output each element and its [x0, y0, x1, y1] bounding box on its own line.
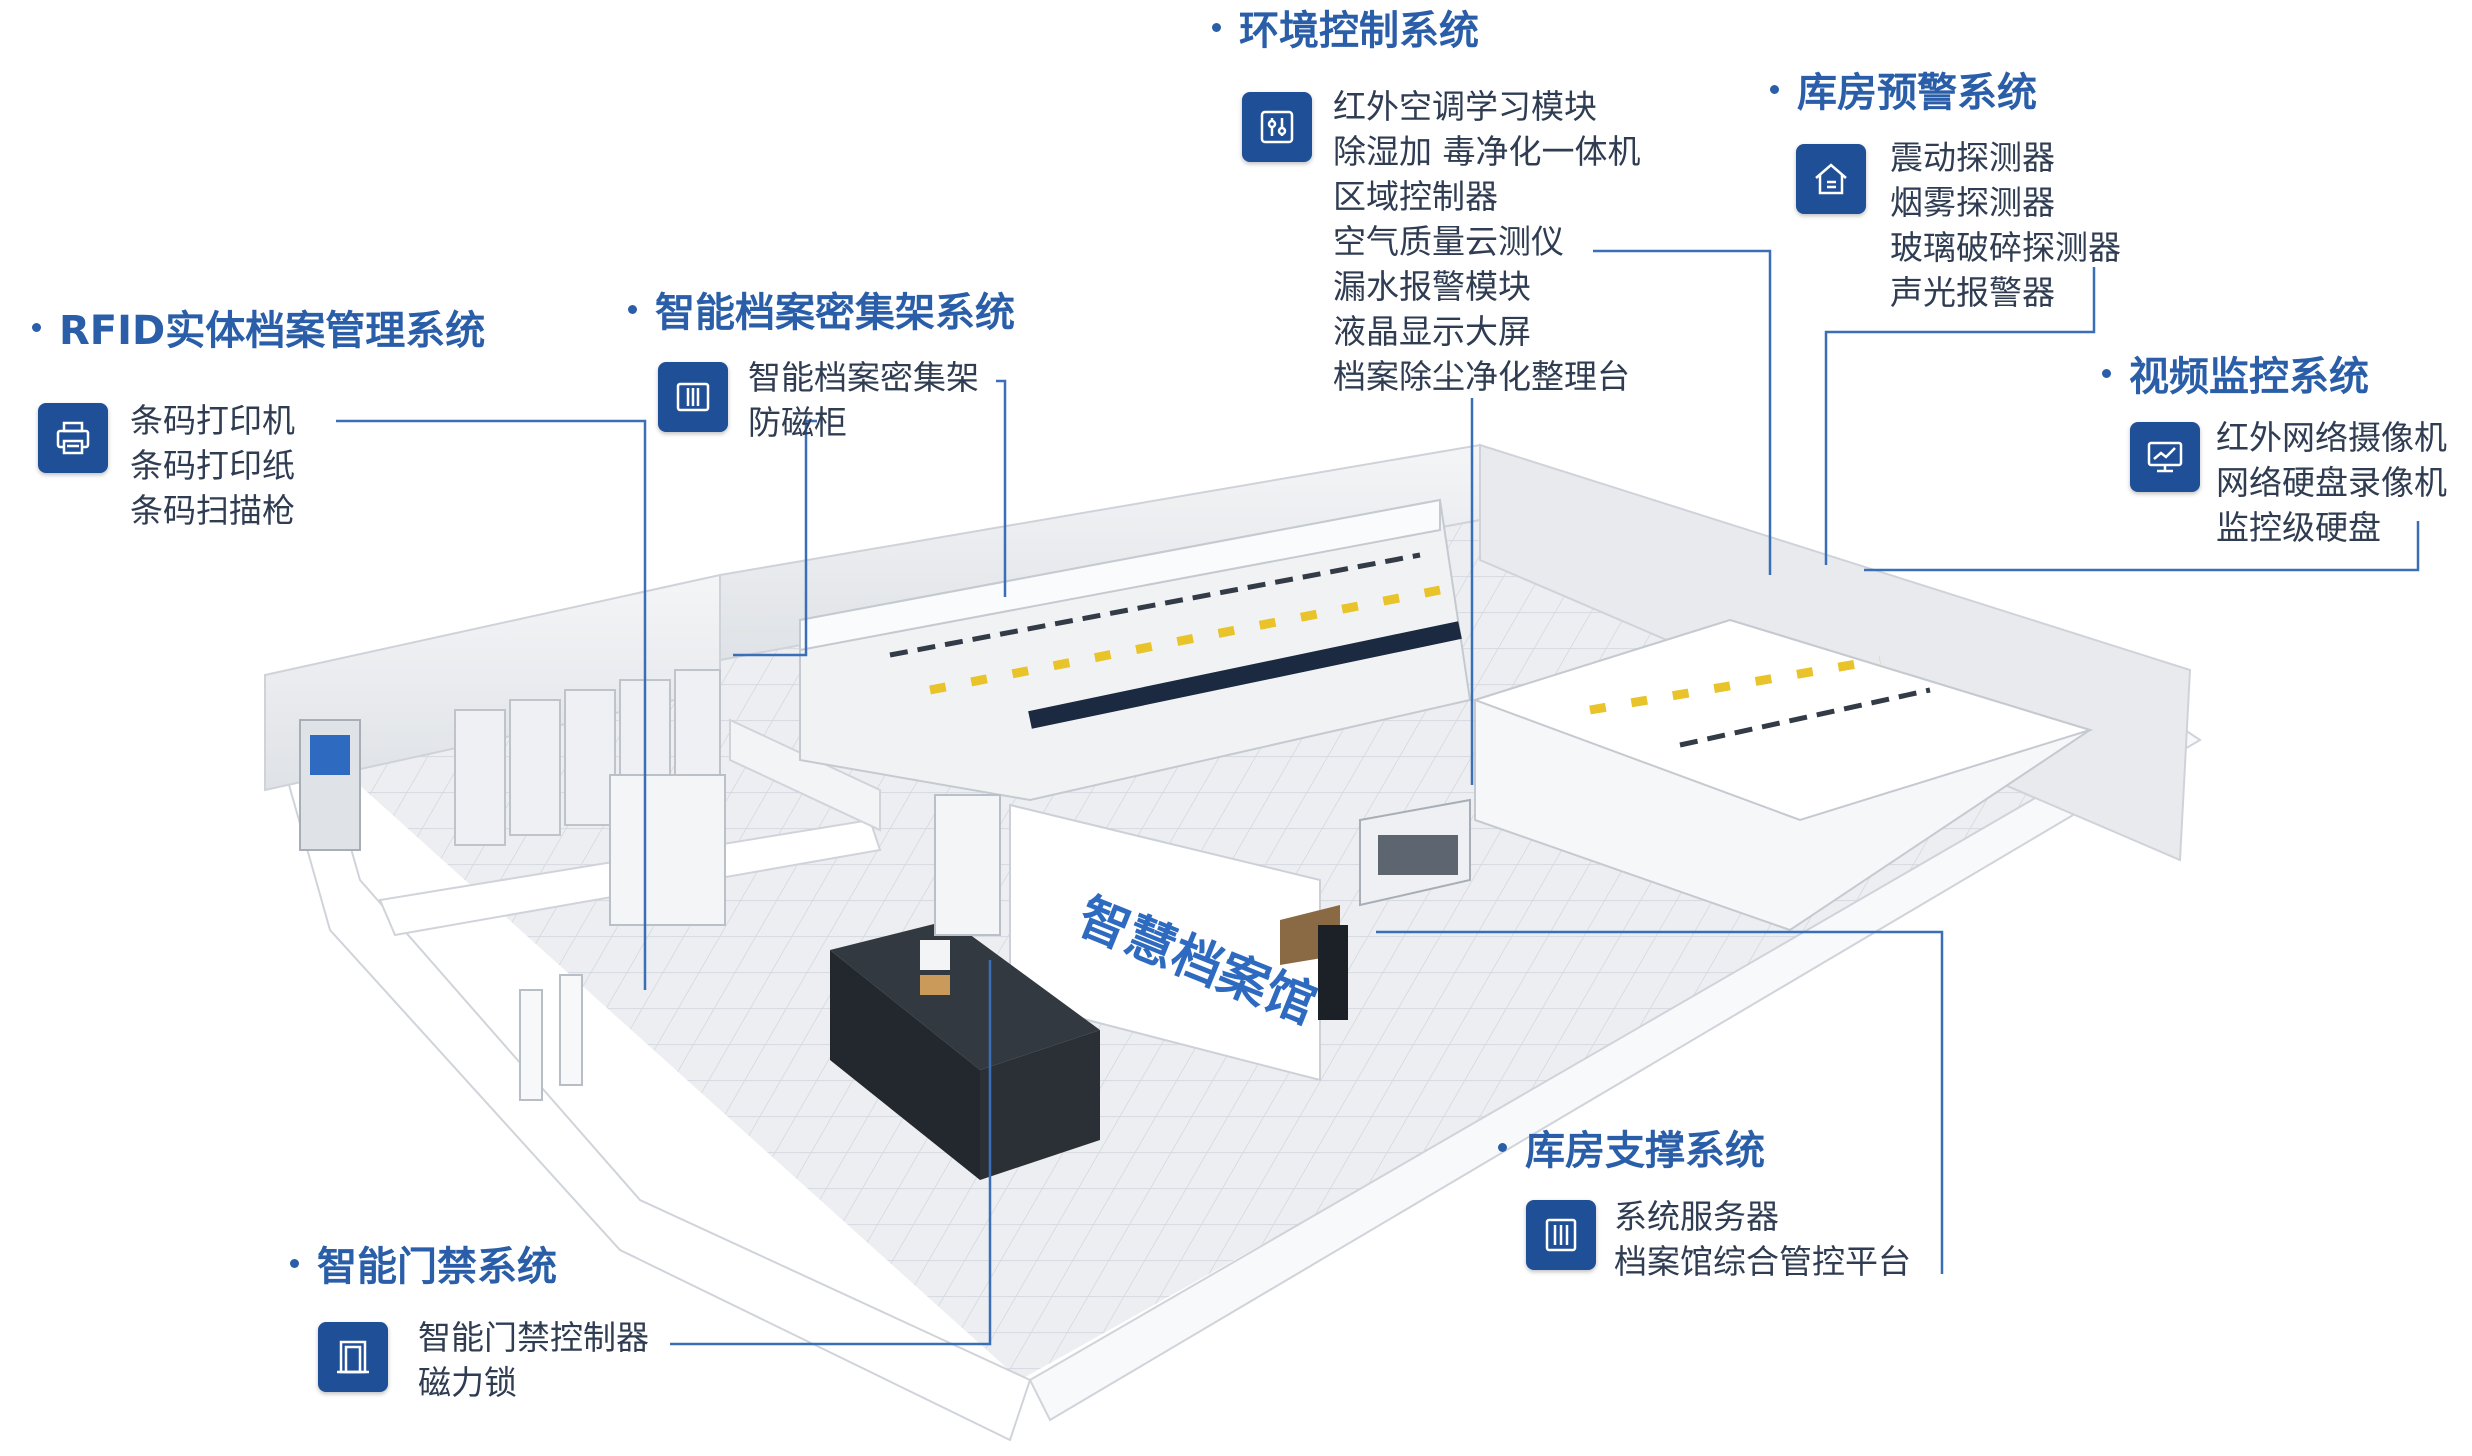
list-item: 声光报警器 — [1890, 273, 2055, 312]
partition-wall-3 — [1009, 803, 1321, 1082]
alarm-title-text: 库房预警系统 — [1797, 70, 2037, 116]
list-item: 液晶显示大屏 — [1333, 312, 1531, 351]
bullet-dot — [2102, 368, 2111, 378]
list-item: 磁力锁 — [418, 1363, 517, 1402]
alarm-item-list: 震动探测器 烟雾探测器 玻璃破碎探测器 声光报警器 — [1890, 135, 2121, 315]
control-panel-icon — [1260, 110, 1294, 144]
list-item: 红外网络摄像机 — [2216, 418, 2447, 457]
list-item: 条码打印纸 — [130, 446, 295, 485]
rfid-icon-box — [38, 403, 108, 473]
door-left — [609, 774, 726, 926]
group-title-video: 视频监控系统 — [2102, 344, 2369, 402]
list-item: 条码打印机 — [130, 401, 295, 440]
reception-desk — [830, 920, 1100, 1180]
work-table — [1280, 798, 1471, 1020]
cabinet-icon — [676, 382, 710, 412]
door-title-text: 智能门禁系统 — [317, 1244, 557, 1290]
bullet-dot — [1770, 84, 1779, 94]
bullet-dot — [628, 304, 637, 314]
partition-wall-2 — [729, 718, 881, 832]
support-title-text: 库房支撑系统 — [1525, 1128, 1765, 1174]
door-icon — [337, 1340, 369, 1374]
bullet-dot — [1498, 1142, 1507, 1152]
list-item: 系统服务器 — [1614, 1197, 1779, 1236]
support-icon-box — [1526, 1200, 1596, 1270]
group-title-shelf: 智能档案密集架系统 — [628, 280, 1015, 338]
alarm-icon-box — [1796, 144, 1866, 214]
list-item: 震动探测器 — [1890, 138, 2055, 177]
cabinet-row — [299, 669, 721, 851]
leader-line-support — [1376, 930, 1944, 1274]
entrance-gates — [519, 974, 583, 1101]
video-title-text: 视频监控系统 — [2129, 354, 2369, 400]
leader-line-shelf-1 — [996, 379, 1007, 597]
list-item: 智能门禁控制器 — [418, 1318, 649, 1357]
bullet-dot — [1212, 22, 1221, 32]
monitor-chart-icon — [2147, 441, 2183, 473]
shelf-item-list: 智能档案密集架 防磁柜 — [748, 355, 979, 445]
list-item: 网络硬盘录像机 — [2216, 463, 2447, 502]
printer-icon — [56, 421, 90, 455]
support-item-list: 系统服务器 档案馆综合管控平台 — [1614, 1194, 1911, 1284]
list-item: 档案馆综合管控平台 — [1614, 1242, 1911, 1281]
group-title-door: 智能门禁系统 — [290, 1234, 557, 1292]
server-icon — [1545, 1218, 1577, 1252]
door-icon-box — [318, 1322, 388, 1392]
group-title-alarm: 库房预警系统 — [1770, 60, 2037, 118]
video-item-list: 红外网络摄像机 网络硬盘录像机 监控级硬盘 — [2216, 415, 2447, 550]
leader-line-door — [670, 960, 992, 1346]
outer-wall-right — [1028, 718, 2202, 1422]
door-item-list: 智能门禁控制器 磁力锁 — [418, 1315, 649, 1405]
list-item: 智能档案密集架 — [748, 358, 979, 397]
list-item: 除湿加 毒净化一体机 — [1333, 132, 1641, 171]
group-title-env: 环境控制系统 — [1212, 0, 1479, 56]
list-item: 区域控制器 — [1333, 177, 1498, 216]
compact-shelving-right — [1471, 618, 2094, 932]
env-item-list: 红外空调学习模块 除湿加 毒净化一体机 区域控制器 空气质量云测仪 漏水报警模块… — [1333, 84, 1641, 399]
list-item: 玻璃破碎探测器 — [1890, 228, 2121, 267]
leader-line-rfid — [336, 419, 647, 990]
bullet-dot — [290, 1258, 299, 1268]
leader-line-shelf-2 — [733, 419, 817, 657]
group-title-rfid: RFID实体档案管理系统 — [32, 298, 485, 356]
leader-lines — [336, 249, 2420, 1346]
list-item: 空气质量云测仪 — [1333, 222, 1564, 261]
video-icon-box — [2130, 422, 2200, 492]
list-item: 条码扫描枪 — [130, 491, 295, 530]
shelf-icon-box — [658, 362, 728, 432]
leader-line-env-1 — [1593, 249, 1772, 575]
group-title-support: 库房支撑系统 — [1498, 1118, 1765, 1176]
list-item: 烟雾探测器 — [1890, 183, 2055, 222]
leader-line-video — [1864, 521, 2420, 572]
compact-shelving-back — [799, 498, 1472, 802]
env-title-text: 环境控制系统 — [1239, 8, 1479, 54]
rfid-title-text: RFID实体档案管理系统 — [59, 308, 486, 354]
list-item: 漏水报警模块 — [1333, 267, 1531, 306]
list-item: 防磁柜 — [748, 403, 847, 442]
shelf-title-text: 智能档案密集架系统 — [655, 290, 1015, 336]
bullet-dot — [32, 322, 41, 332]
list-item: 红外空调学习模块 — [1333, 87, 1597, 126]
list-item: 监控级硬盘 — [2216, 508, 2381, 547]
list-item: 档案除尘净化整理台 — [1333, 357, 1630, 396]
rfid-item-list: 条码打印机 条码打印纸 条码扫描枪 — [130, 398, 295, 533]
leader-line-alarm — [1824, 267, 2096, 565]
env-icon-box — [1242, 92, 1312, 162]
door-center — [934, 794, 1001, 936]
house-alarm-icon — [1815, 163, 1847, 195]
